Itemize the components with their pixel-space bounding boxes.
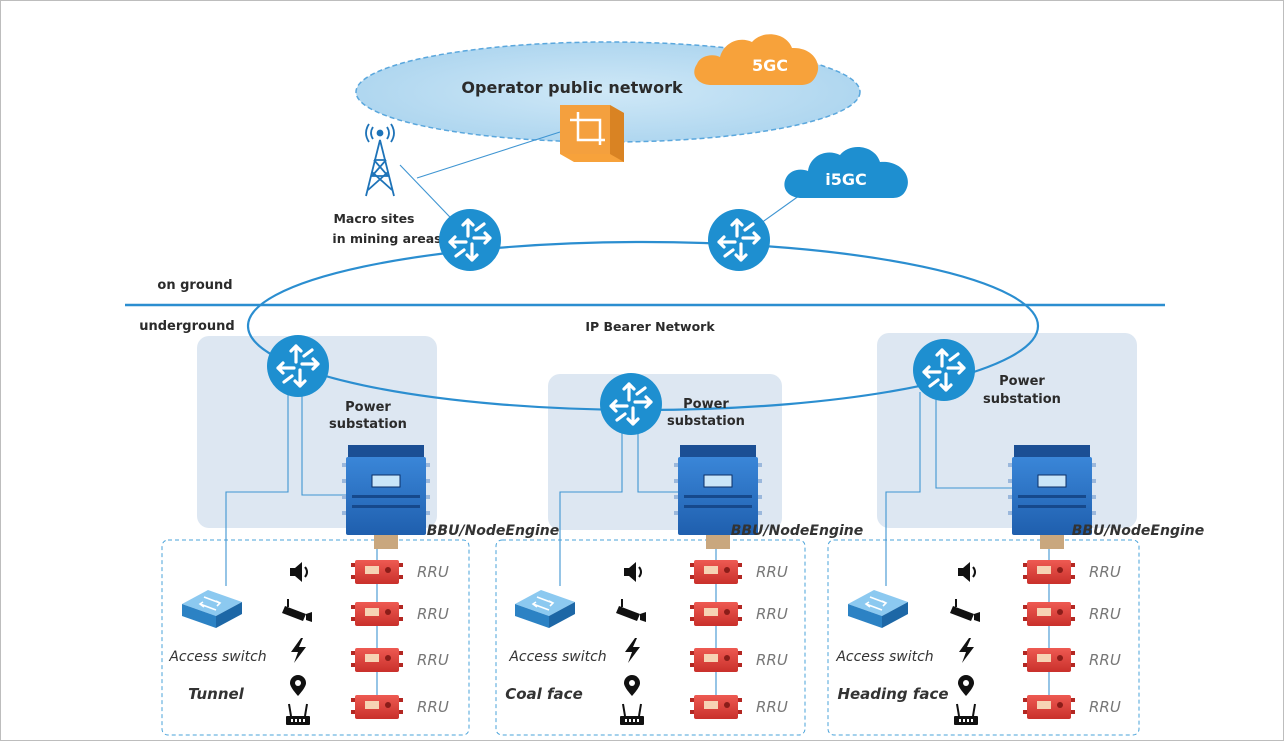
zone-box-coal-face [495, 539, 806, 736]
underground-label: underground [139, 319, 235, 334]
location-pin-icon [958, 675, 974, 696]
rru-unit-icon [690, 648, 742, 672]
cloud-5gc: 5GC [694, 34, 819, 85]
router-ground-left-icon [437, 207, 503, 273]
substation-3-label-line1: Power [999, 374, 1045, 389]
zone-boxes [161, 539, 1140, 736]
macro-site-tower-icon [365, 123, 395, 197]
bbu-2-label: BBU/NodeEngine [731, 523, 864, 539]
rru-label: RRU [417, 605, 449, 623]
ip-bearer-label: IP Bearer Network [585, 319, 715, 334]
rru-label: RRU [417, 563, 449, 581]
rru-unit-icon [351, 648, 403, 672]
cloud-i5gc-label: i5GC [825, 170, 867, 189]
location-pin-icon [624, 675, 640, 696]
rru-unit-icon [690, 695, 742, 719]
rru-columns: RRU RRU RRU RRU RRU RRU RRU RRU RRU RRU RRU RRU [351, 560, 1121, 719]
speaker-icon [290, 562, 308, 582]
device-icon-columns [282, 562, 980, 725]
bbu-1-label: BBU/NodeEngine [427, 523, 560, 539]
camera-icon [950, 599, 980, 622]
rru-unit-icon [351, 695, 403, 719]
bbu-3-label: BBU/NodeEngine [1072, 523, 1205, 539]
bbu-cabinet-1-icon [341, 444, 431, 550]
substation-2-label-line1: Power [683, 397, 729, 412]
zone-box-tunnel [161, 539, 470, 736]
location-pin-icon [290, 675, 306, 696]
cloud-i5gc: i5GC [784, 146, 908, 198]
router-substation-3-icon [911, 337, 977, 403]
rru-unit-icon [1023, 648, 1075, 672]
rru-label: RRU [1089, 698, 1121, 716]
wifi-router-icon [286, 703, 310, 725]
substation-1-label-line1: Power [345, 400, 391, 415]
lightning-icon [959, 638, 974, 663]
zone-1-name: Tunnel [188, 685, 245, 703]
rru-unit-icon [1023, 695, 1075, 719]
substation-1-label-line2: substation [329, 417, 407, 432]
zone-2-name: Coal face [505, 685, 583, 703]
camera-icon [282, 599, 312, 622]
rru-label: RRU [756, 651, 788, 669]
substation-2-label-line2: substation [667, 414, 745, 429]
speaker-icon [958, 562, 976, 582]
rru-label: RRU [1089, 563, 1121, 581]
access-switch-1-label: Access switch [168, 649, 266, 665]
rru-unit-icon [351, 602, 403, 626]
rru-unit-icon [1023, 560, 1075, 584]
access-switch-2-label: Access switch [508, 649, 606, 665]
access-switch-3-label: Access switch [835, 649, 933, 665]
operator-network-label: Operator public network [461, 78, 683, 97]
cloud-5gc-label: 5GC [752, 56, 788, 75]
rru-label: RRU [756, 563, 788, 581]
wifi-router-icon [954, 703, 978, 725]
lightning-icon [625, 638, 640, 663]
access-switch-3-icon [847, 589, 909, 629]
speaker-icon [624, 562, 642, 582]
rru-unit-icon [351, 560, 403, 584]
router-ground-right-icon [706, 207, 772, 273]
rru-label: RRU [417, 698, 449, 716]
rru-unit-icon [690, 560, 742, 584]
zone-3-name: Heading face [837, 685, 948, 703]
rru-label: RRU [756, 698, 788, 716]
zone-box-heading-face [827, 539, 1140, 736]
access-switch-2-icon [514, 589, 576, 629]
router-substation-1-icon [265, 333, 331, 399]
core-server-icon [560, 105, 624, 162]
macro-sites-label-line2: in mining areas [332, 231, 441, 246]
rru-label: RRU [1089, 651, 1121, 669]
rru-label: RRU [1089, 605, 1121, 623]
wifi-router-icon [620, 703, 644, 725]
macro-sites-label-line1: Macro sites [333, 211, 414, 226]
rru-unit-icon [690, 602, 742, 626]
access-switch-1-icon [181, 589, 243, 629]
lightning-icon [291, 638, 306, 663]
rru-unit-icon [1023, 602, 1075, 626]
router-substation-2-icon [598, 371, 664, 437]
on-ground-label: on ground [157, 278, 232, 293]
substation-3-label-line2: substation [983, 392, 1061, 407]
camera-icon [616, 599, 646, 622]
rru-label: RRU [417, 651, 449, 669]
rru-label: RRU [756, 605, 788, 623]
